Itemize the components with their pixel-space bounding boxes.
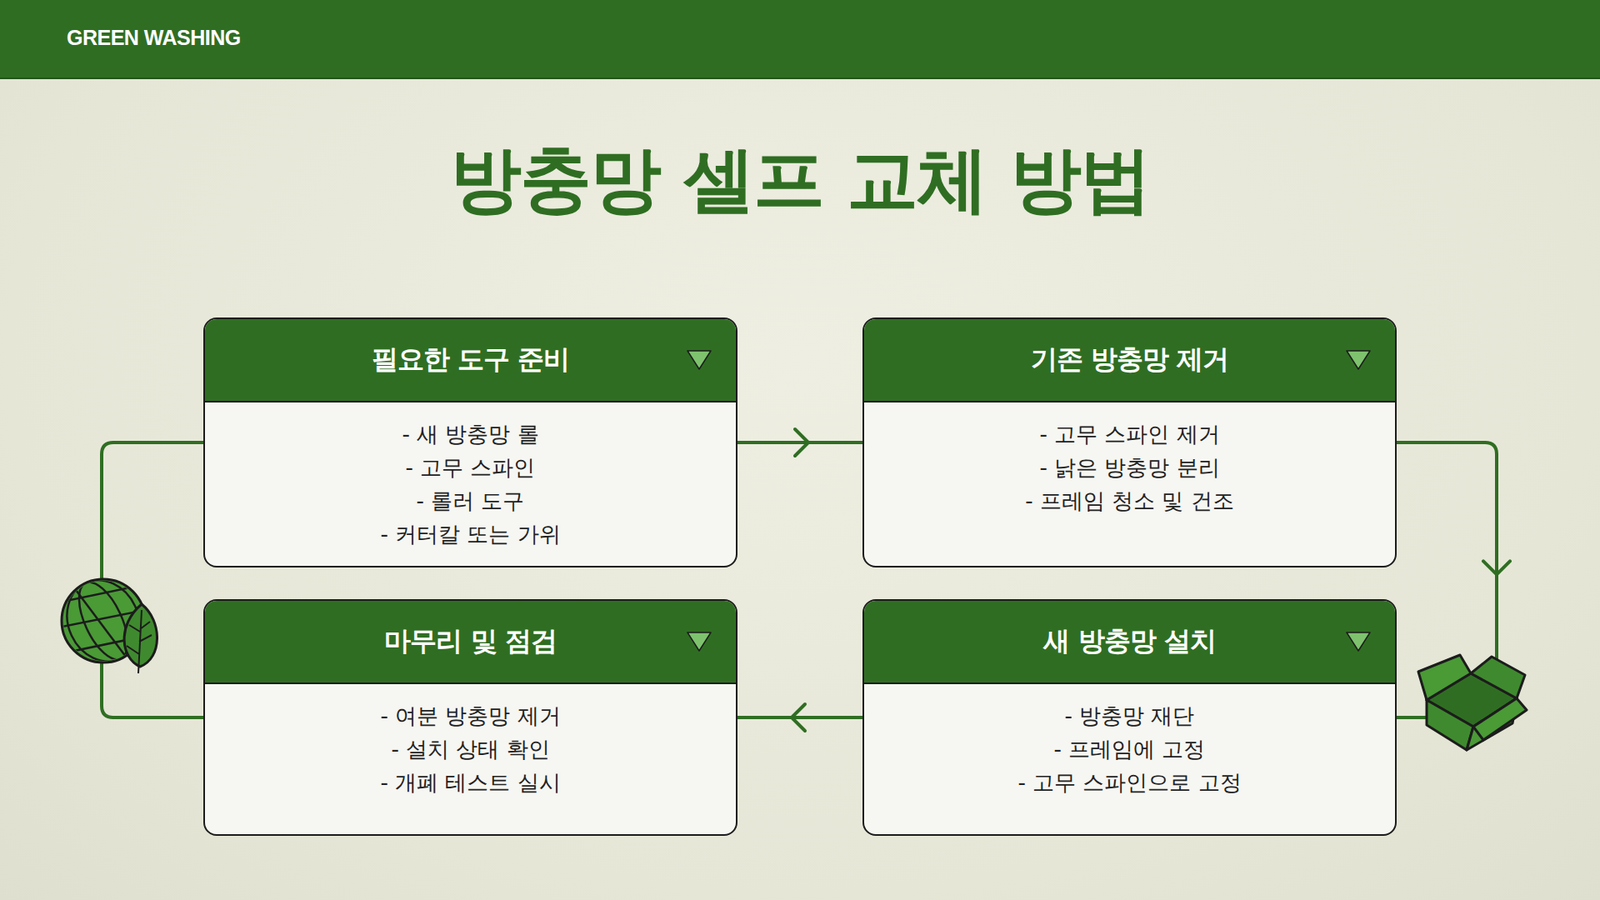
list-item: - 여분 방충망 제거 [221, 699, 720, 733]
card-header: 필요한 도구 준비 [205, 319, 736, 403]
list-item: - 롤러 도구 [221, 484, 720, 518]
card-body: - 여분 방충망 제거- 설치 상태 확인- 개폐 테스트 실시 [205, 684, 736, 815]
arrow-head [791, 704, 805, 731]
step-card: 마무리 및 점검 - 여분 방충망 제거- 설치 상태 확인- 개폐 테스트 실시 [203, 599, 738, 836]
connector-line [101, 442, 204, 718]
dropdown-triangle [1345, 630, 1372, 653]
step-card: 기존 방충망 제거 - 고무 스파인 제거- 낡은 방충망 분리- 프레임 청소 … [862, 317, 1397, 568]
globe-icon [50, 568, 159, 674]
card-heading: 기존 방충망 제거 [1030, 341, 1229, 379]
step-card: 필요한 도구 준비 - 새 방충망 롤- 고무 스파인- 롤러 도구- 커터칼 또… [203, 317, 738, 568]
connector-line [737, 440, 863, 445]
triangle-shape [687, 632, 711, 651]
flow-connector [737, 704, 863, 731]
brand-label: GREEN WASHING [66, 25, 241, 50]
flow-connector [737, 429, 863, 456]
dropdown-triangle [685, 630, 713, 653]
list-item: - 새 방충망 롤 [221, 417, 720, 451]
flow-connector [101, 442, 204, 718]
card-header: 기존 방충망 제거 [864, 319, 1395, 403]
arrow-head [795, 429, 809, 456]
dropdown-triangle [1345, 349, 1372, 371]
list-item: - 개폐 테스트 실시 [221, 765, 720, 800]
card-heading: 필요한 도구 준비 [371, 341, 570, 379]
triangle-shape [687, 350, 711, 370]
list-item: - 낡은 방충망 분리 [880, 450, 1379, 485]
triangle-shape [1346, 632, 1370, 651]
list-item: - 프레임에 고정 [880, 732, 1379, 766]
list-item: - 프레임 청소 및 건조 [880, 484, 1379, 518]
connector-line [737, 715, 863, 720]
dropdown-triangle [685, 349, 713, 371]
list-item: - 고무 스파인 제거 [880, 417, 1379, 451]
title: 방충망 셀프 교체 방법 [0, 131, 1600, 230]
list-item: - 고무 스파인 [221, 450, 720, 485]
card-body: - 방충망 재단- 프레임에 고정- 고무 스파인으로 고정 [864, 684, 1395, 815]
card-heading: 마무리 및 점검 [384, 623, 556, 660]
box-icon [1418, 655, 1527, 750]
list-item: - 고무 스파인으로 고정 [880, 765, 1379, 800]
step-card: 새 방충망 설치 - 방충망 재단- 프레임에 고정- 고무 스파인으로 고정 [862, 599, 1397, 836]
triangle-shape [1346, 350, 1370, 370]
arrow-head [1483, 560, 1510, 575]
list-item: - 커터칼 또는 가위 [221, 517, 720, 551]
list-item: - 방충망 재단 [880, 699, 1379, 733]
card-header: 새 방충망 설치 [864, 600, 1395, 685]
card-body: - 새 방충망 롤- 고무 스파인- 롤러 도구- 커터칼 또는 가위 [205, 402, 736, 566]
card-heading: 새 방충망 설치 [1043, 623, 1215, 660]
list-item: - 설치 상태 확인 [221, 732, 720, 766]
card-header: 마무리 및 점검 [205, 600, 736, 685]
card-body: - 고무 스파인 제거- 낡은 방충망 분리- 프레임 청소 및 건조 [864, 402, 1395, 533]
